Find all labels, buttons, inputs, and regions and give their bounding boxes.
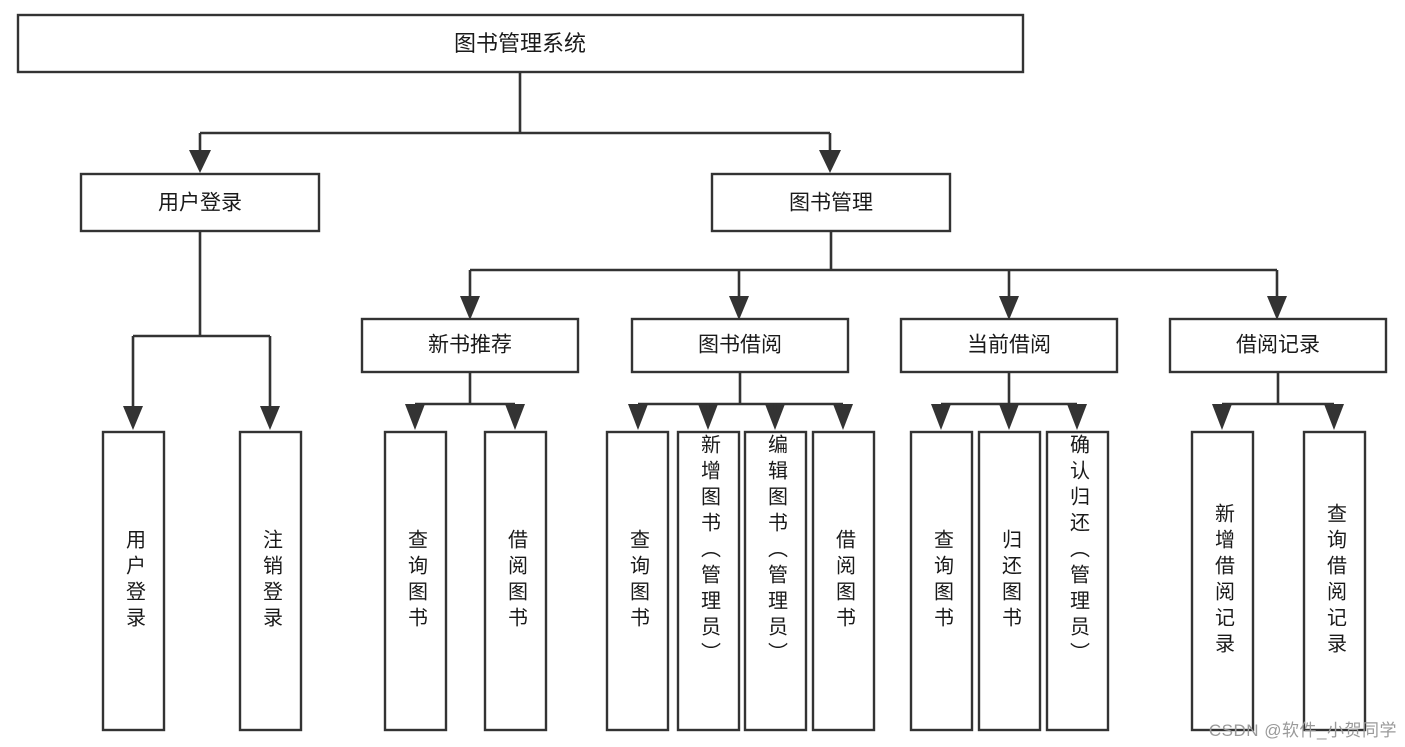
node-book-management[interactable]: 图书管理 (710, 172, 952, 233)
node-current-borrow-label: 当前借阅 (967, 334, 1051, 357)
leaf-box-query-record[interactable] (1302, 430, 1367, 732)
leaf-box-return-book[interactable] (977, 430, 1042, 732)
leaf-box-add-book[interactable] (676, 430, 741, 732)
leaf-box-edit-book[interactable] (743, 430, 808, 732)
node-book-borrow[interactable]: 图书借阅 (630, 317, 850, 374)
leaf-box-logout[interactable] (238, 430, 303, 732)
leaf-box-query-book-1[interactable] (383, 430, 448, 732)
leaf-box-add-record[interactable] (1190, 430, 1255, 732)
arrow-current-l1 (931, 404, 951, 430)
leaf-box-user-login[interactable] (101, 430, 166, 732)
arrow-bookmgmt-c1 (460, 296, 480, 320)
node-user-login[interactable]: 用户登录 (79, 172, 321, 233)
node-current-borrow[interactable]: 当前借阅 (899, 317, 1119, 374)
node-book-borrow-label: 图书借阅 (698, 334, 782, 357)
arrow-bookmgmt-c4 (1267, 296, 1287, 320)
arrow-recommend-l2 (505, 404, 525, 430)
watermark-text: CSDN @软件_小贺同学 (1208, 721, 1397, 740)
node-user-login-label: 用户登录 (158, 192, 242, 215)
arrow-login-leaf2 (260, 406, 280, 430)
arrow-recommend-l1 (405, 404, 425, 430)
arrow-root-to-bookmgmt (819, 150, 841, 173)
arrow-bookmgmt-c2 (729, 296, 749, 320)
leaf-box-confirm-return[interactable] (1045, 430, 1110, 732)
arrow-current-l2 (999, 404, 1019, 430)
leaf-box-query-book-3[interactable] (909, 430, 974, 732)
node-root-label: 图书管理系统 (454, 31, 586, 56)
arrow-bookmgmt-c3 (999, 296, 1019, 320)
arrow-borrow-l3 (765, 404, 785, 430)
arrow-login-leaf1 (123, 406, 143, 430)
node-book-management-label: 图书管理 (789, 192, 873, 215)
node-new-book-recommend[interactable]: 新书推荐 (360, 317, 580, 374)
leaf-box-borrow-book-1[interactable] (483, 430, 548, 732)
arrow-borrow-l4 (833, 404, 853, 430)
node-new-book-recommend-label: 新书推荐 (428, 334, 512, 357)
leaf-box-borrow-book-2[interactable] (811, 430, 876, 732)
arrow-root-to-login (189, 150, 211, 173)
arrow-borrow-l2 (698, 404, 718, 430)
node-borrow-record-label: 借阅记录 (1236, 334, 1320, 357)
arrow-record-l1 (1212, 404, 1232, 430)
node-borrow-record[interactable]: 借阅记录 (1168, 317, 1388, 374)
arrow-borrow-l1 (628, 404, 648, 430)
node-root[interactable]: 图书管理系统 (16, 13, 1025, 74)
leaf-box-query-book-2[interactable] (605, 430, 670, 732)
arrow-record-l2 (1324, 404, 1344, 430)
arrow-current-l3 (1067, 404, 1087, 430)
